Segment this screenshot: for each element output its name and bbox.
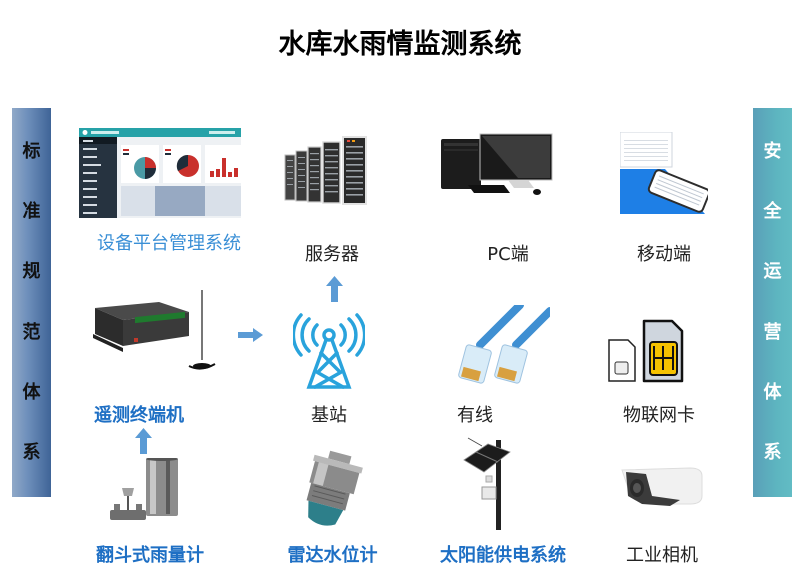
security-operations-bar: 安 全 运 营 体 系 [753,108,792,497]
right-bar-char: 全 [763,201,782,223]
iot-card-label: 物联网卡 [623,405,695,426]
rtu-device-icon [89,290,219,382]
arrow-up-icon [326,276,343,302]
right-bar-char: 体 [763,381,782,403]
base-station-label: 基站 [311,405,347,426]
server-label: 服务器 [305,244,359,265]
right-bar-char: 安 [763,141,782,163]
pc-label: PC端 [487,244,529,265]
arrow-right-icon [238,328,263,342]
rtu-label: 遥测终端机 [94,405,184,426]
left-bar-char: 系 [22,441,41,463]
wired-label: 有线 [457,405,493,426]
desktop-pc-icon [438,131,568,206]
bullet-camera-icon [620,466,705,511]
rain-gauge-icon [108,458,183,528]
sim-card-icon [608,318,688,384]
left-bar-char: 体 [22,381,41,403]
mobile-label: 移动端 [637,244,691,265]
left-bar-char: 准 [22,201,41,223]
arrow-up-icon [135,428,152,454]
camera-label: 工业相机 [626,545,698,566]
ethernet-cable-icon [450,305,550,390]
left-bar-char: 规 [22,261,41,283]
right-bar-char: 运 [763,261,782,283]
page-title: 水库水雨情监测系统 [278,29,522,60]
radar-label: 雷达水位计 [287,545,378,566]
server-rack-icon [283,135,378,207]
mobile-app-icon [620,132,708,214]
standards-system-bar: 标 准 规 范 体 系 [12,108,51,497]
cell-tower-icon [293,313,365,390]
platform-dashboard-image [79,128,241,218]
solar-label: 太阳能供电系统 [440,545,566,566]
left-bar-char: 标 [22,141,41,163]
radar-level-icon [298,450,363,530]
right-bar-char: 系 [763,441,782,463]
solar-pole-icon [462,432,517,530]
platform-label: 设备平台管理系统 [97,233,241,254]
left-bar-char: 范 [22,321,41,343]
right-bar-char: 营 [763,321,782,343]
rain-gauge-label: 翻斗式雨量计 [96,545,204,566]
